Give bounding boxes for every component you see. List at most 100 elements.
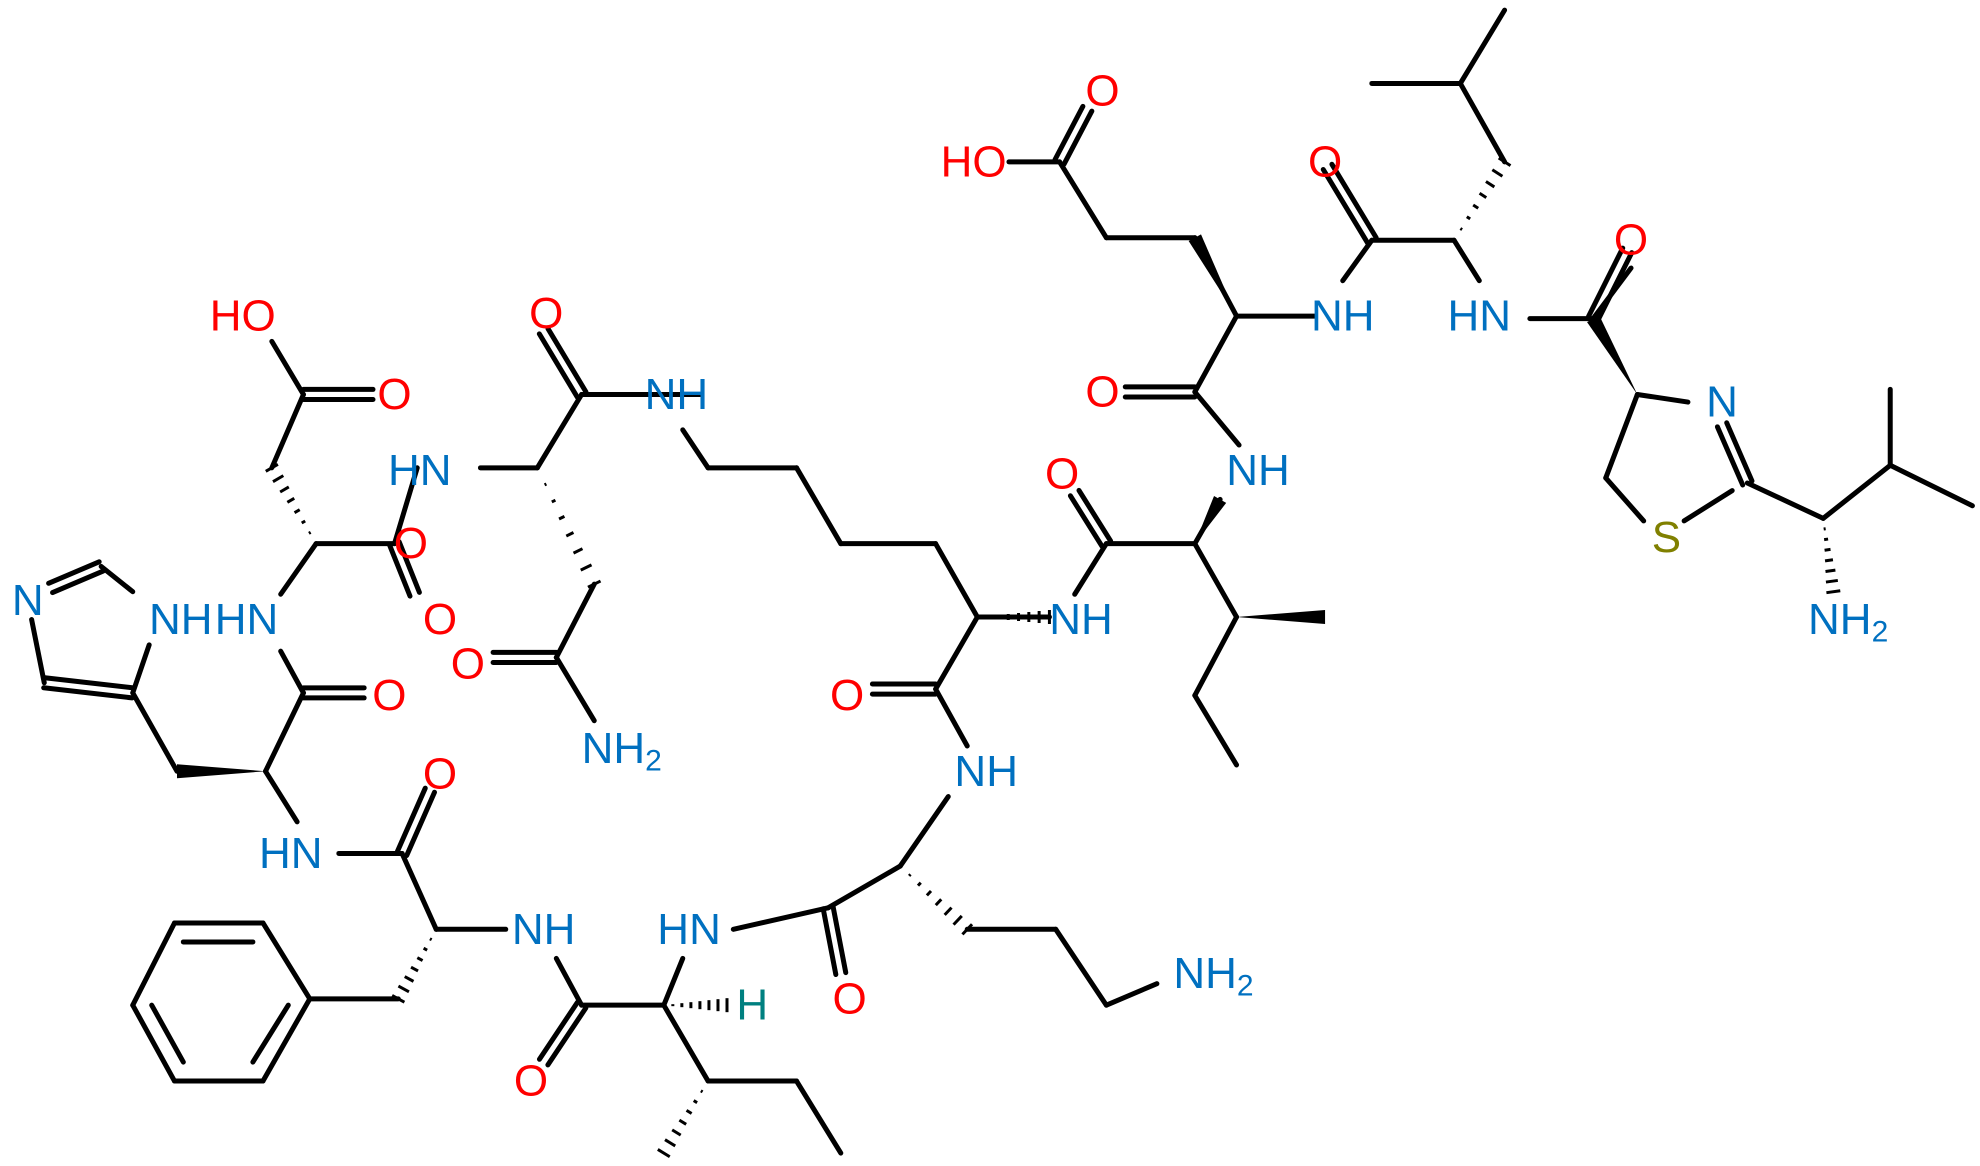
amine-label: NH [512,905,576,954]
bond-56 [399,850,439,932]
carbonyl-thiazoline [1586,245,1626,319]
carbonyl-asn [536,331,580,400]
bond-26 [1072,541,1109,597]
bond-9 [1634,391,1691,405]
oxygen-label: O [1045,450,1079,499]
bond-36 [933,614,980,692]
ring-c-n-his [46,559,102,586]
bond-46 [269,338,306,397]
hashed-wedge-lys [986,610,1051,625]
carbonyl-asp [387,543,413,599]
carbonyl-ile [1067,493,1105,549]
ring-c-n [1724,420,1755,484]
bond-62 [130,1002,177,1084]
hashed-wedge-asn [543,482,602,589]
bond-43 [391,465,420,547]
bond-54 [263,768,300,825]
sulfur-label: S [1652,513,1681,562]
oxygen-label: O [514,1057,548,1106]
wedge-ile [1194,495,1227,544]
oxygen-label: O [423,595,457,644]
bond-49 [263,690,306,774]
bond-67 [250,1002,291,1065]
oxygen-label: O [451,639,485,688]
bond-layer [29,7,1975,1156]
bond-48 [278,648,306,696]
oxygen-label: O [1308,137,1342,186]
oxygen-label: O [377,370,411,419]
bond-75 [825,863,903,911]
amine-label: HN [259,829,323,878]
bond-53 [98,563,136,595]
wedge-his [177,764,266,779]
bond-18 [1057,159,1109,241]
bond-76 [897,794,951,869]
bond-64 [260,996,313,1084]
oxygen-label: O [830,671,864,720]
ring-c-n [1714,424,1746,488]
bond-42 [553,654,597,724]
bond-11 [1603,475,1647,524]
oxygen-label: O [1614,216,1648,265]
wedge-glu [1188,234,1237,317]
carbonyl-asp [396,539,422,595]
bond-41 [553,581,597,660]
hydroxyl-label: HO [941,137,1007,186]
bond-78 [1053,926,1109,1008]
bond-45 [269,391,306,471]
oxygen-label: O [423,749,457,798]
amine-label: HN [657,905,721,954]
oxygen-label: O [833,974,867,1023]
hashed-wedge-leu [1459,156,1512,231]
bond-59 [260,920,313,1002]
bond-3 [1457,80,1508,165]
bond-6 [1451,237,1482,284]
carbonyl-leu [1329,161,1379,241]
bond-16 [1887,462,1975,509]
carbonyl-phe [394,785,428,854]
hashed-wedge-h [671,998,729,1013]
hashed-wedge-orn [908,873,974,936]
hydrogen-label: H [736,981,768,1030]
oxygen-label: O [372,671,406,720]
amine-label: NH [1226,446,1290,495]
amine-label: HN [1448,292,1512,341]
carbonyl-glu [1052,103,1086,162]
wedge-thiazoline [1587,315,1638,395]
oxygen-label: O [1085,367,1119,416]
hashed-wedge-asp [265,462,312,535]
carbonyl-ile-2 [536,999,580,1062]
amino-group-label: NH2 [1173,949,1253,1002]
bond-66 [149,1002,186,1065]
carbonyl-ile [1076,487,1114,544]
carbonyl-orn [830,904,849,976]
nitrogen-label: N [1706,378,1738,427]
stereo-bond-layer [177,156,1841,1159]
bond-5 [1340,237,1375,284]
hydroxyl-label: HO [210,292,276,341]
amine-label: HN [215,595,279,644]
carbonyl-phe [404,789,438,858]
bond-70 [661,955,686,1008]
amine-label: NH [954,747,1018,796]
amine-label: HN [388,446,452,495]
bond-52 [29,617,47,686]
bond-12 [1681,488,1735,524]
amino-group-label: NH2 [1808,595,1888,648]
oxygen-label: O [394,519,428,568]
carbonyl-thiazoline [1595,250,1635,324]
bond-74 [730,905,831,932]
amine-label: NH [1311,292,1375,341]
bond-79 [1103,981,1160,1008]
bond-61 [130,920,177,1008]
hashed-wedge-ile-methyl [657,1089,704,1159]
carbonyl-ile-2 [545,1005,589,1068]
bond-23 [1192,389,1242,448]
bond-13 [1744,480,1826,521]
ring-c-c [41,685,135,701]
bond-39 [534,391,585,471]
oxygen-label: O [529,289,563,338]
bond-22 [1192,313,1240,395]
bond-71 [661,1002,711,1084]
